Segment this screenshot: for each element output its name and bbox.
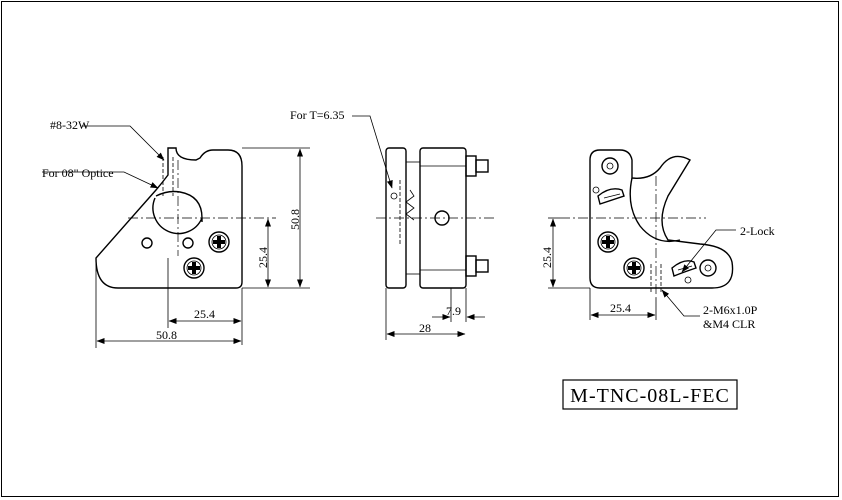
screw-leader [661, 289, 700, 317]
screw-icon [208, 231, 230, 253]
thickness-leader [352, 115, 393, 189]
corner-hole [699, 259, 717, 277]
front-view: 50.8 25.4 25.4 50.8 #8-32W For 08" Optic… [42, 118, 310, 348]
side-view: For T=6.35 7.9 28 [290, 108, 496, 340]
screw-icon [597, 231, 619, 253]
label-screw-line2: &M4 CLR [703, 317, 755, 331]
dim-side-total: 28 [419, 321, 431, 335]
corner-hole [601, 157, 619, 175]
label-screw-line1: 2-M6x1.0P [703, 303, 758, 317]
optic-leader [42, 171, 159, 189]
thread-leader [82, 125, 165, 161]
label-optic: For 08" Optice [42, 166, 114, 180]
dim-front-width: 50.8 [156, 328, 177, 342]
part-number-box: M-TNC-08L-FEC [562, 379, 738, 410]
optic-retainer [390, 192, 398, 200]
adjuster-head [465, 155, 477, 177]
dim-rear-center-height: 25.4 [540, 247, 554, 268]
label-thickness: For T=6.35 [290, 108, 345, 122]
dim-front-center-width: 25.4 [194, 307, 215, 321]
part-number: M-TNC-08L-FEC [570, 385, 730, 407]
screw-icon [623, 257, 645, 279]
dim-side-small: 7.9 [446, 304, 461, 318]
adjuster-head [465, 255, 477, 277]
spring [405, 189, 415, 221]
lock-icon [671, 260, 697, 277]
lock-icon [597, 188, 625, 205]
dim-rear-center-width: 25.4 [610, 301, 631, 315]
lock-hole [592, 186, 600, 194]
optic-bore [152, 197, 203, 235]
label-lock: 2-Lock [740, 224, 775, 238]
lock-leader [681, 229, 736, 273]
rear-plate-outline [589, 149, 734, 289]
rear-view: 25.4 25.4 2-Lock 2-M6x1.0P &M4 CLR [540, 149, 775, 331]
label-thread: #8-32W [50, 118, 90, 132]
rear-optic-bore [629, 177, 681, 243]
mount-hole [141, 237, 153, 249]
corner-hole-inner [704, 264, 712, 272]
screw-icon [183, 257, 205, 279]
dim-front-height: 50.8 [288, 209, 302, 230]
mount-hole [182, 237, 194, 249]
adjuster-tip [475, 259, 489, 273]
adjuster-tip [475, 159, 489, 173]
lock-hole [684, 276, 692, 284]
front-plate-outline [95, 147, 243, 289]
corner-hole-inner [606, 162, 614, 170]
dim-front-center-height: 25.4 [256, 247, 270, 268]
